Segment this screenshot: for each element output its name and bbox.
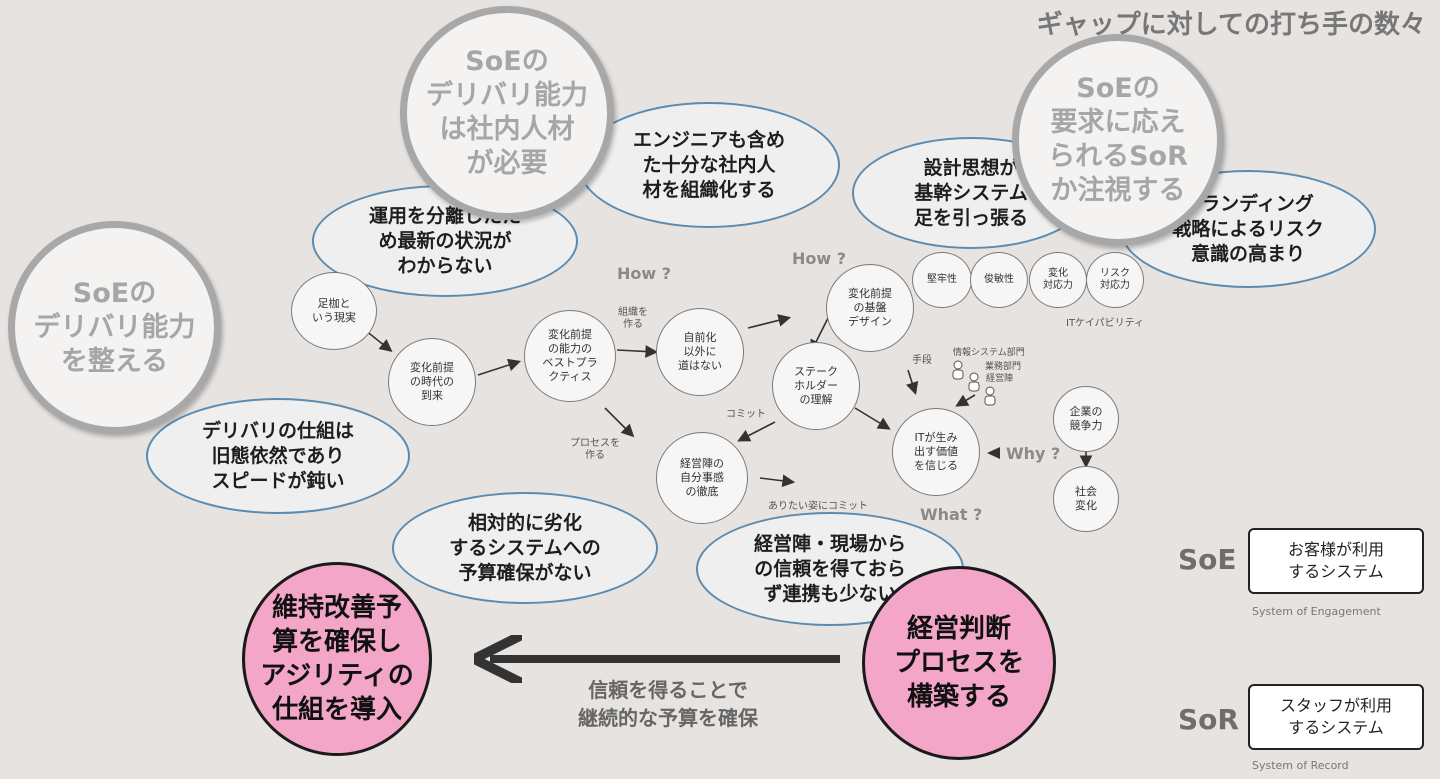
legend-sor-sub: System of Record [1252, 759, 1349, 772]
node-best-practice-text: 変化前提 の能力の ベストプラ クティス [542, 328, 598, 383]
node-era: 変化前提 の時代の 到来 [388, 338, 476, 426]
arrow-caption: 信頼を得ることで 継続的な予算を確保 [578, 678, 758, 730]
big-circle-right-text: SoEの 要求に応え られるSoR か注視する [1048, 73, 1188, 206]
node-era-text: 変化前提 の時代の 到来 [410, 361, 454, 402]
ellipse-branding: ブランディング 戦略によるリスク 意識の高まり [1120, 170, 1376, 288]
node-stakeholder-text: ステーク ホルダー の理解 [794, 365, 838, 406]
arrow-ownership-ideal [759, 474, 796, 488]
node-ownership-text: 経営陣の 自分事感 の徹底 [680, 457, 724, 498]
label-mgmt: 経営陣 [986, 374, 1014, 384]
question-why: Why ? [1006, 444, 1061, 463]
capability-change-text: 変化 対応力 [1043, 268, 1073, 291]
person-icon-mgmt [983, 386, 997, 406]
node-competitiveness: 企業の 競争力 [1053, 386, 1119, 452]
ellipse-delivery-text: デリバリの仕組は 旧態依然であり スピードが鈍い [201, 419, 354, 492]
action-circle-budget-text: 維持改善予 算を確保し アジリティの 仕組を導入 [260, 593, 414, 725]
node-competitiveness-text: 企業の 競争力 [1069, 405, 1103, 432]
label-means: 手段 [912, 355, 932, 366]
legend-sor-box: スタッフが利用 するシステム [1248, 684, 1424, 750]
ellipse-operations-text: 運用を分離したた め最新の状況が わからない [368, 204, 521, 277]
capability-agility-text: 俊敏性 [984, 274, 1014, 285]
ellipse-trust-text: 経営陣・現場から の信頼を得ておら ず連携も少ない [753, 532, 906, 605]
ellipse-budget-text: 相対的に劣化 するシステムへの 予算確保がない [449, 511, 601, 584]
node-it-value-text: ITが生み 出す価値 を信じる [914, 431, 958, 472]
big-circle-left: SoEの デリバリ能力 を整える [8, 221, 221, 434]
label-it-capability: ITケイパビリティ [1066, 318, 1145, 329]
arrow-why-itvalue [987, 447, 1000, 459]
node-foundation-text: 変化前提 の基盤 デザイン [848, 287, 892, 328]
action-circle-decision-text: 経営判断 プロセスを 構築する [893, 614, 1024, 712]
label-process: プロセスを 作る [570, 438, 620, 461]
arrow-stakeholder-itvalue [854, 407, 891, 430]
label-commit-ideal: ありたい姿にコミット [768, 501, 868, 512]
arrow-nopath-foundation [747, 314, 792, 329]
question-how-1: How ? [617, 264, 672, 283]
capability-robustness-text: 堅牢性 [927, 274, 957, 285]
node-no-path-text: 自前化 以外に 道はない [678, 331, 722, 372]
capability-risk-text: リスク 対応力 [1100, 268, 1130, 291]
question-what: What ? [920, 505, 983, 524]
ellipse-delivery: デリバリの仕組は 旧態依然であり スピードが鈍い [146, 398, 410, 514]
arrow-people-itvalue [955, 394, 976, 407]
capability-robustness: 堅牢性 [912, 252, 972, 308]
question-how-2: How ? [792, 249, 847, 268]
node-social-change: 社会 変化 [1053, 466, 1119, 532]
ellipse-design-text: 設計思想が 基幹システム 足を引っ張る [913, 156, 1028, 229]
node-social-change-text: 社会 変化 [1075, 485, 1097, 512]
arrow-best-nopath [616, 345, 659, 358]
person-icon-biz-dept [967, 372, 981, 392]
big-circle-top-text: SoEの デリバリ能力 は社内人材 が必要 [426, 46, 588, 179]
capability-risk: リスク 対応力 [1086, 252, 1144, 308]
label-org: 組織を 作る [618, 307, 648, 330]
legend-soe-box: お客様が利用 するシステム [1248, 528, 1424, 594]
node-ashikase-text: 足枷と いう現実 [312, 297, 356, 324]
node-ownership: 経営陣の 自分事感 の徹底 [656, 432, 748, 524]
legend-soe-key: SoE [1178, 543, 1237, 576]
ellipse-branding-text: ブランディング 戦略によるリスク 意識の高まり [1172, 192, 1324, 265]
person-icon-is-dept [951, 360, 965, 380]
node-stakeholder: ステーク ホルダー の理解 [772, 342, 860, 430]
arrow-stakeholder-ownership [737, 421, 776, 442]
label-biz-dept: 業務部門 [985, 362, 1022, 372]
node-ashikase: 足枷と いう現実 [291, 272, 377, 350]
arrow-means-itvalue [905, 369, 919, 396]
ellipse-engineers-text: エンジニアも含め た十分な社内人 材を組織化する [632, 128, 785, 201]
arrow-era-best [477, 358, 522, 376]
label-is-dept: 情報システム部門 [953, 348, 1025, 358]
ellipse-budget: 相対的に劣化 するシステムへの 予算確保がない [392, 492, 658, 604]
node-foundation: 変化前提 の基盤 デザイン [826, 264, 914, 352]
capability-change: 変化 対応力 [1029, 252, 1087, 308]
action-circle-decision: 経営判断 プロセスを 構築する [862, 566, 1056, 760]
ellipse-operations: 運用を分離したた め最新の状況が わからない [312, 185, 578, 297]
node-it-value: ITが生み 出す価値 を信じる [892, 408, 980, 496]
action-circle-budget: 維持改善予 算を確保し アジリティの 仕組を導入 [242, 562, 432, 756]
label-commit: コミット [726, 409, 766, 420]
legend-soe-box-text: お客様が利用 するシステム [1287, 540, 1384, 581]
big-circle-left-text: SoEの デリバリ能力 を整える [33, 277, 196, 377]
big-circle-right: SoEの 要求に応え られるSoR か注視する [1012, 34, 1224, 246]
capability-agility: 俊敏性 [970, 252, 1028, 308]
legend-soe-sub: System of Engagement [1252, 605, 1381, 618]
legend-sor-box-text: スタッフが利用 するシステム [1279, 696, 1392, 737]
node-best-practice: 変化前提 の能力の ベストプラ クティス [524, 310, 616, 402]
node-no-path: 自前化 以外に 道はない [656, 308, 744, 396]
ellipse-engineers: エンジニアも含め た十分な社内人 材を組織化する [578, 102, 840, 228]
arrow-best-ownership [604, 407, 635, 438]
big-circle-top: SoEの デリバリ能力 は社内人材 が必要 [400, 6, 614, 220]
legend-sor-key: SoR [1178, 703, 1239, 736]
